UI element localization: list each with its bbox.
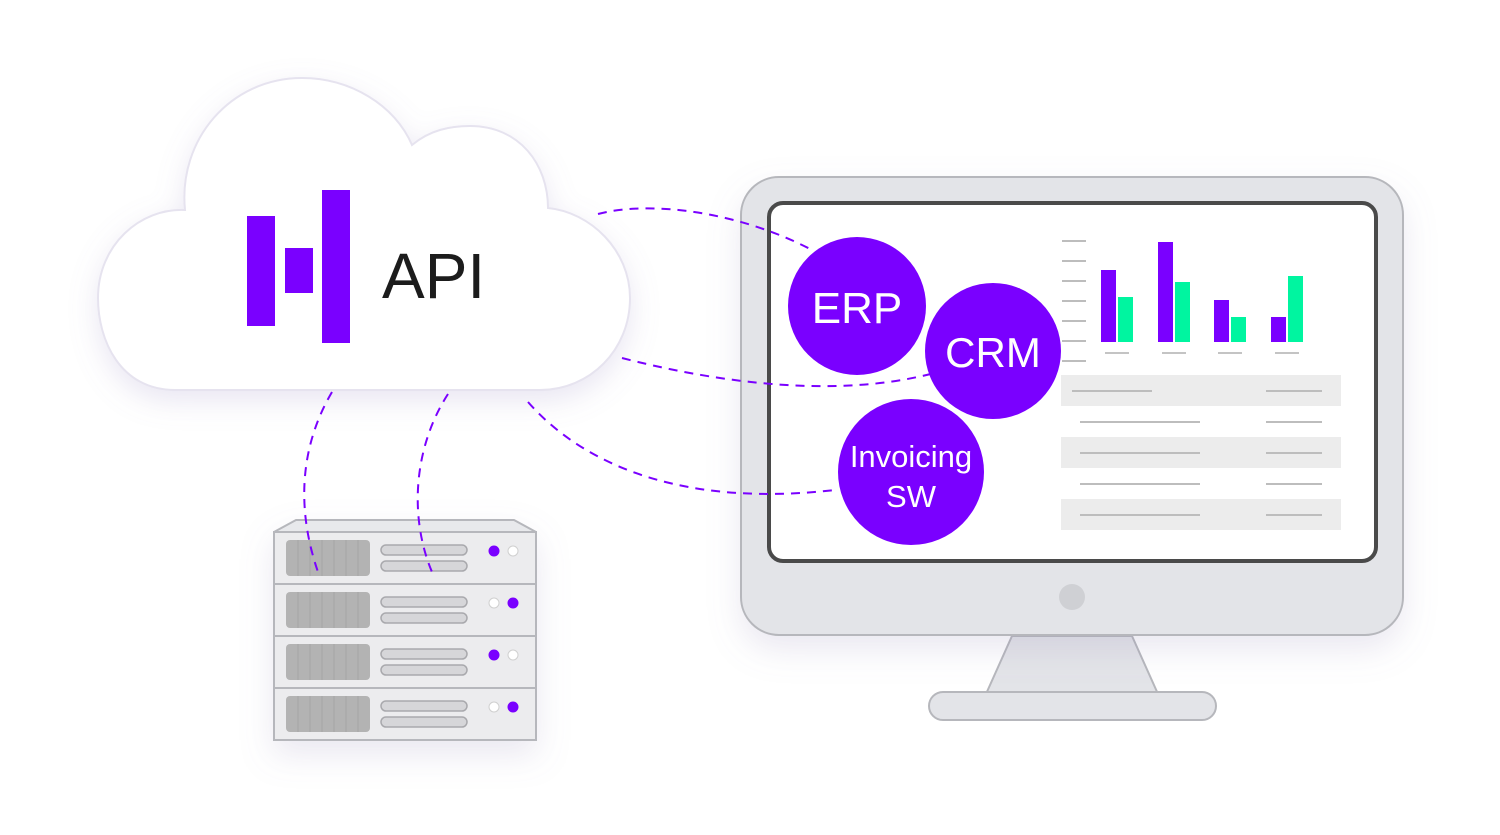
server-vent-icon [286,696,370,732]
monitor-base [928,691,1217,721]
mini-chart-bar [1271,317,1286,342]
screen-table-row [1061,375,1341,406]
screen-table-row [1061,499,1341,530]
crm-bubble[interactable]: CRM [925,283,1061,419]
api-cloud: API [96,76,632,391]
mini-chart-bar [1231,317,1246,342]
crm-label: CRM [945,329,1041,376]
status-led-icon [507,649,519,661]
status-led-icon [507,701,519,713]
status-led-icon [507,597,519,609]
server-vent-icon [286,592,370,628]
server-unit [273,583,537,637]
mini-chart-bar [1175,282,1190,342]
bar-chart-logo-icon [247,190,350,343]
api-label: API [382,240,485,312]
mini-chart-bar [1214,300,1229,342]
status-led-icon [507,545,519,557]
connector-cloud-server-2 [416,393,449,573]
erp-bubble[interactable]: ERP [788,237,926,375]
server-unit [273,687,537,741]
status-led-icon [488,597,500,609]
connector-cloud-crm [621,357,939,388]
invoicing-bubble[interactable]: Invoicing SW [838,399,984,545]
mini-chart-bar [1288,276,1303,342]
cloud-shape [96,76,632,391]
screen-table [1061,375,1341,530]
monitor-stand [984,635,1160,695]
invoicing-label-line-1: Invoicing [850,439,972,474]
status-led-icon [488,649,500,661]
server-unit [273,531,537,585]
erp-label: ERP [812,284,902,333]
mini-chart-bars [1101,242,1303,342]
status-led-icon [488,545,500,557]
server-rack-top [273,519,537,533]
connector-cloud-erp [597,207,813,251]
mini-chart-bar [1158,242,1173,342]
screen-mini-chart [1062,240,1303,362]
screen-table-row [1061,437,1341,468]
server-vent-icon [286,540,370,576]
status-led-icon [488,701,500,713]
power-button-icon[interactable] [1059,584,1085,610]
mini-chart-bar [1101,270,1116,342]
server-rack [273,519,537,741]
mini-chart-bar [1118,297,1133,342]
server-unit [273,635,537,689]
mini-chart-axis-ticks [1062,240,1086,362]
connection-lines [303,207,939,573]
invoicing-label-line-2: SW [886,479,937,514]
connector-cloud-server-1 [303,391,333,573]
app-bubbles: ERP CRM Invoicing SW [788,237,1061,545]
server-vent-icon [286,644,370,680]
